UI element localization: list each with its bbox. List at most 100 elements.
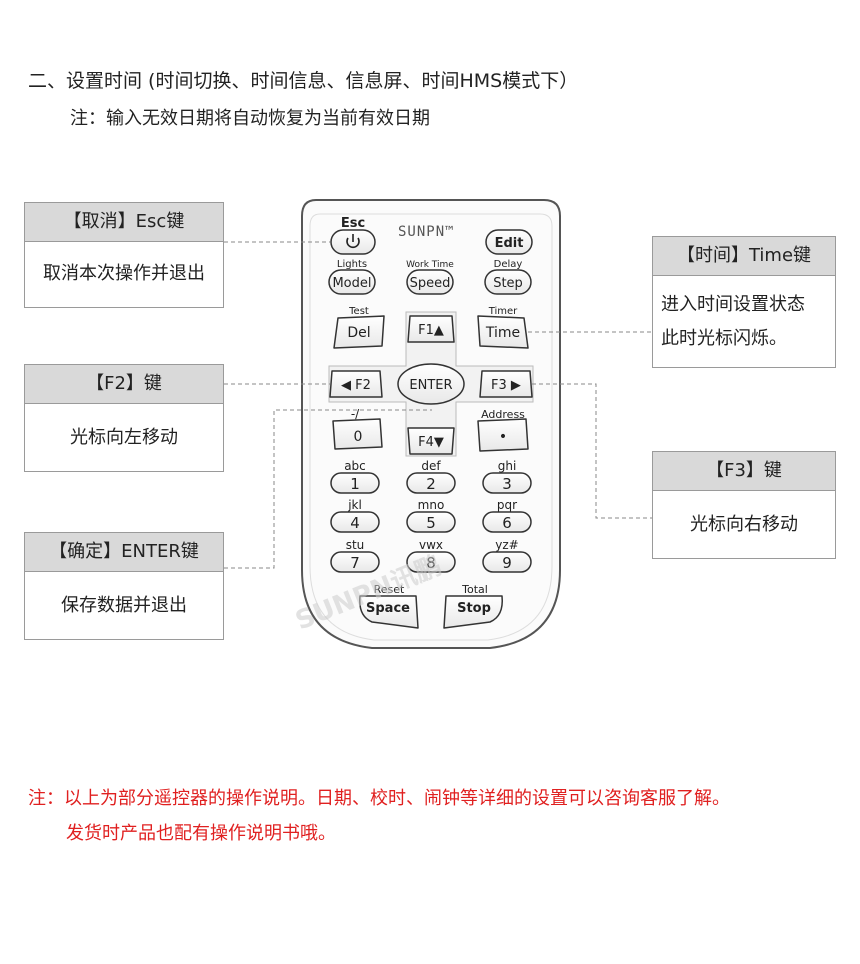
number-key-9[interactable]: yz# 9 [482,538,532,573]
number-key-button[interactable] [406,551,456,573]
callout-esc-desc: 取消本次操作并退出 [43,263,205,284]
f1-button [407,315,455,343]
step-button [484,269,532,295]
f3-button [479,370,533,398]
brand-logo: SUNPN™ [398,224,455,240]
number-key-letters: pqr [497,498,517,512]
zero-label: 0 [354,429,363,445]
number-key-letters: jkl [347,498,362,512]
number-key-4[interactable]: jkl 4 [330,498,380,533]
esc-label: Esc [341,216,365,231]
dash-label: -/_ [351,407,366,421]
number-key-digit: 8 [426,554,436,572]
callout-f2: 【F2】键 光标向左移动 [24,364,224,472]
number-key-digit: 2 [426,475,436,493]
number-key-letters: vwx [419,538,443,552]
callout-enter-title: 【确定】ENTER键 [25,533,223,572]
f2-button [329,370,383,398]
number-key-button[interactable] [406,511,456,533]
model-label: Model [332,276,371,291]
number-key-3[interactable]: ghi 3 [482,459,532,494]
f4-button [407,427,455,455]
speed-button [406,269,454,295]
number-key-digit: 5 [426,514,436,532]
enter-connector [224,409,432,569]
invalid-date-note: 注：输入无效日期将自动恢复为当前有效日期 [70,108,430,129]
number-key-5[interactable]: mno 5 [406,498,456,533]
reset-label: Reset [374,583,405,596]
space-button [359,595,419,629]
f3-connector [532,383,652,519]
number-key-button[interactable] [482,472,532,494]
enter-label: ENTER [409,378,452,393]
speed-label: Speed [410,276,451,291]
number-key-letters: def [421,459,441,473]
timer-label: Timer [488,306,518,317]
number-key-8[interactable]: vwx 8 [406,538,456,573]
zero-button [332,418,383,450]
total-label: Total [461,583,488,596]
number-key-button[interactable] [330,472,380,494]
number-key-6[interactable]: pqr 6 [482,498,532,533]
callout-f2-title: 【F2】键 [25,365,223,404]
power-icon [346,234,360,249]
f2-label: ◀ F2 [341,378,371,393]
footer-note-line-2: 发货时产品也配有操作说明书哦。 [66,823,336,844]
dot-label: • [499,429,507,445]
dot-button [477,418,529,452]
stop-label: Stop [457,601,491,616]
address-label: Address [481,408,525,421]
callout-f2-desc: 光标向左移动 [70,427,178,448]
model-button [328,269,376,295]
section-title: 二、设置时间 (时间切换、时间信息、信息屏、时间HMS模式下） [28,70,579,92]
number-key-1[interactable]: abc 1 [330,459,380,494]
number-key-button[interactable] [330,511,380,533]
number-key-letters: abc [344,459,366,473]
time-label: Time [485,325,520,341]
worktime-label: Work Time [406,260,454,270]
number-key-letters: yz# [495,538,518,552]
number-key-letters: ghi [498,459,517,473]
number-key-button[interactable] [482,511,532,533]
edit-label: Edit [495,236,524,251]
del-button [333,315,385,349]
lights-label: Lights [337,259,367,270]
callout-f3: 【F3】键 光标向右移动 [652,451,836,559]
number-key-button[interactable] [482,551,532,573]
enter-button [397,363,465,405]
callout-enter-desc: 保存数据并退出 [61,595,187,616]
callout-f3-title: 【F3】键 [653,452,835,491]
number-key-digit: 1 [350,475,360,493]
f4-label: F4▼ [418,435,444,450]
callout-esc: 【取消】Esc键 取消本次操作并退出 [24,202,224,308]
space-label: Space [366,601,410,616]
callout-time-desc-2: 此时光标闪烁。 [661,328,787,349]
stop-button [443,595,503,629]
number-key-2[interactable]: def 2 [406,459,456,494]
test-label: Test [348,306,369,317]
callout-enter: 【确定】ENTER键 保存数据并退出 [24,532,224,640]
edit-button [485,229,533,255]
number-key-digit: 7 [350,554,360,572]
delay-label: Delay [494,259,523,270]
callout-time-title: 【时间】Time键 [653,237,835,276]
number-key-button[interactable] [330,551,380,573]
numeric-keypad: abc 1 def 2 ghi 3 jkl 4 mno 5 pqr 6 stu 7 vwx 8 yz# 9 [330,459,532,573]
number-key-digit: 9 [502,554,512,572]
number-key-digit: 4 [350,514,360,532]
number-key-button[interactable] [406,472,456,494]
number-key-7[interactable]: stu 7 [330,538,380,573]
f1-label: F1▲ [418,323,444,338]
connector-lines [224,241,652,569]
time-button [477,315,529,349]
f3-label: F3 ▶ [491,378,521,393]
step-label: Step [493,276,523,291]
footer-note-line-1: 注：以上为部分遥控器的操作说明。日期、校时、闹钟等详细的设置可以咨询客服了解。 [28,788,730,809]
number-key-digit: 3 [502,475,512,493]
callout-f3-desc: 光标向右移动 [690,514,798,535]
number-key-letters: mno [418,498,445,512]
callout-time-desc-1: 进入时间设置状态 [661,294,805,315]
number-key-letters: stu [346,538,365,552]
number-key-digit: 6 [502,514,512,532]
